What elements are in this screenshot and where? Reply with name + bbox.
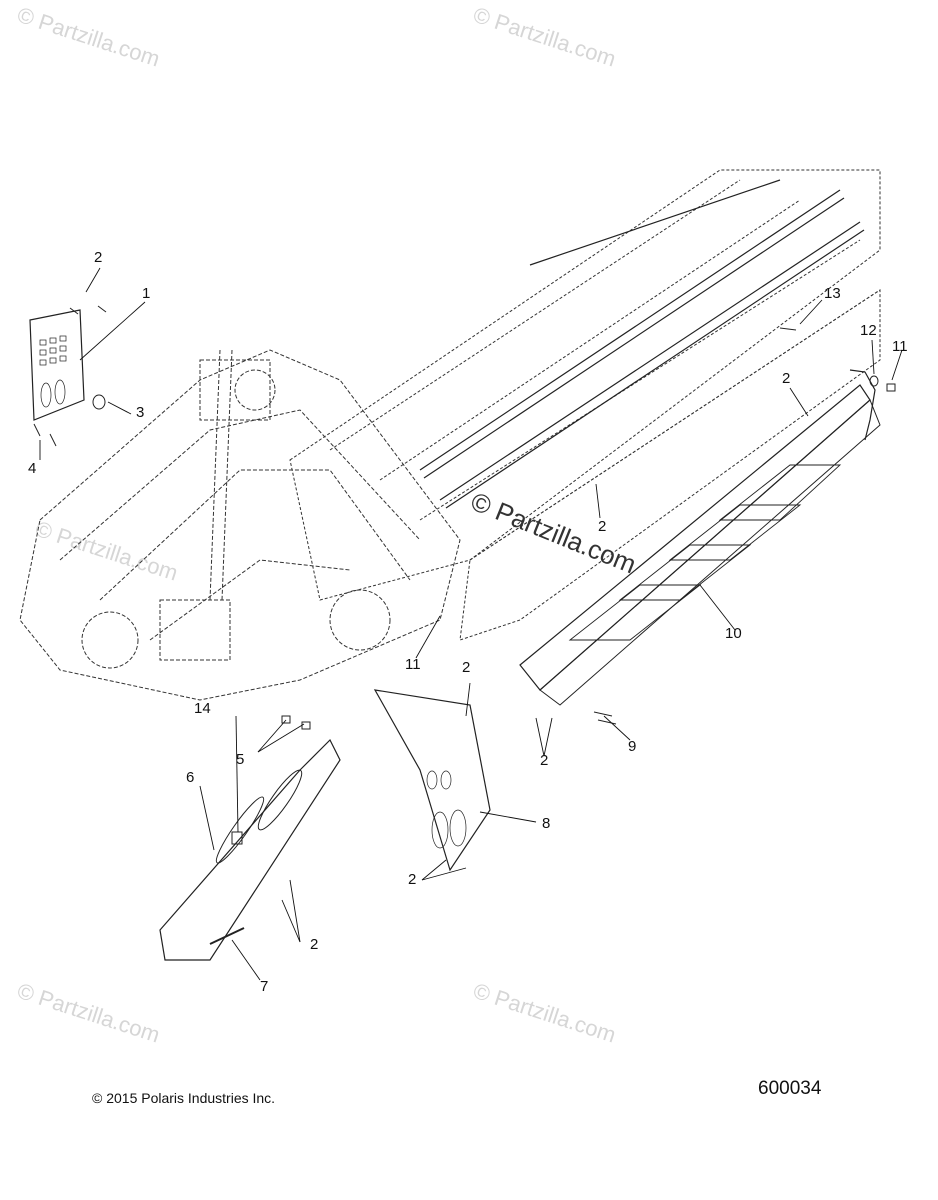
tunnel: [289, 169, 881, 641]
callout-7: 7: [260, 978, 269, 995]
part-13-bolt: [779, 327, 797, 331]
callout-2: 2: [598, 518, 607, 535]
callout-2: 2: [462, 659, 471, 676]
callout-2: 2: [540, 752, 549, 769]
part-11-nut-right: [886, 383, 896, 392]
part-14-clip: [231, 831, 243, 845]
callout-11: 11: [405, 656, 421, 673]
callout-9: 9: [628, 738, 637, 755]
callout-12: 12: [860, 322, 877, 339]
callout-1: 1: [142, 285, 151, 302]
copyright-notice: © 2015 Polaris Industries Inc.: [92, 1090, 276, 1106]
tunnel-heat-exchanger: [419, 179, 865, 509]
part-5-nuts: [281, 715, 311, 730]
part-7-rod: [209, 927, 245, 945]
callout-10: 10: [725, 625, 742, 642]
front-frame: [19, 349, 461, 701]
callout-2: 2: [94, 249, 103, 266]
callout-13: 13: [824, 285, 841, 302]
part-12-washer: [869, 375, 879, 387]
callout-6: 6: [186, 769, 195, 786]
part-2-bolt-top-left: [69, 305, 107, 315]
callout-14: 14: [194, 700, 211, 717]
part-8-mesh-panel: [373, 689, 491, 872]
diagram-id: 600034: [758, 1078, 822, 1099]
part-1-mesh-panel: [29, 309, 85, 421]
callout-3: 3: [136, 404, 145, 421]
callout-2: 2: [310, 936, 319, 953]
part-9-bolts: [593, 711, 617, 725]
callout-11: 11: [892, 338, 908, 355]
part-10-running-board: [519, 369, 881, 706]
callout-2: 2: [782, 370, 791, 387]
leader-lines: [39, 267, 903, 981]
part-6-side-panel: [159, 738, 341, 961]
callout-5: 5: [236, 751, 245, 768]
callout-4: 4: [28, 460, 37, 477]
part-4-bolts: [33, 423, 57, 447]
callout-8: 8: [542, 815, 551, 832]
part-3-washer: [92, 394, 106, 410]
callout-2: 2: [408, 871, 417, 888]
